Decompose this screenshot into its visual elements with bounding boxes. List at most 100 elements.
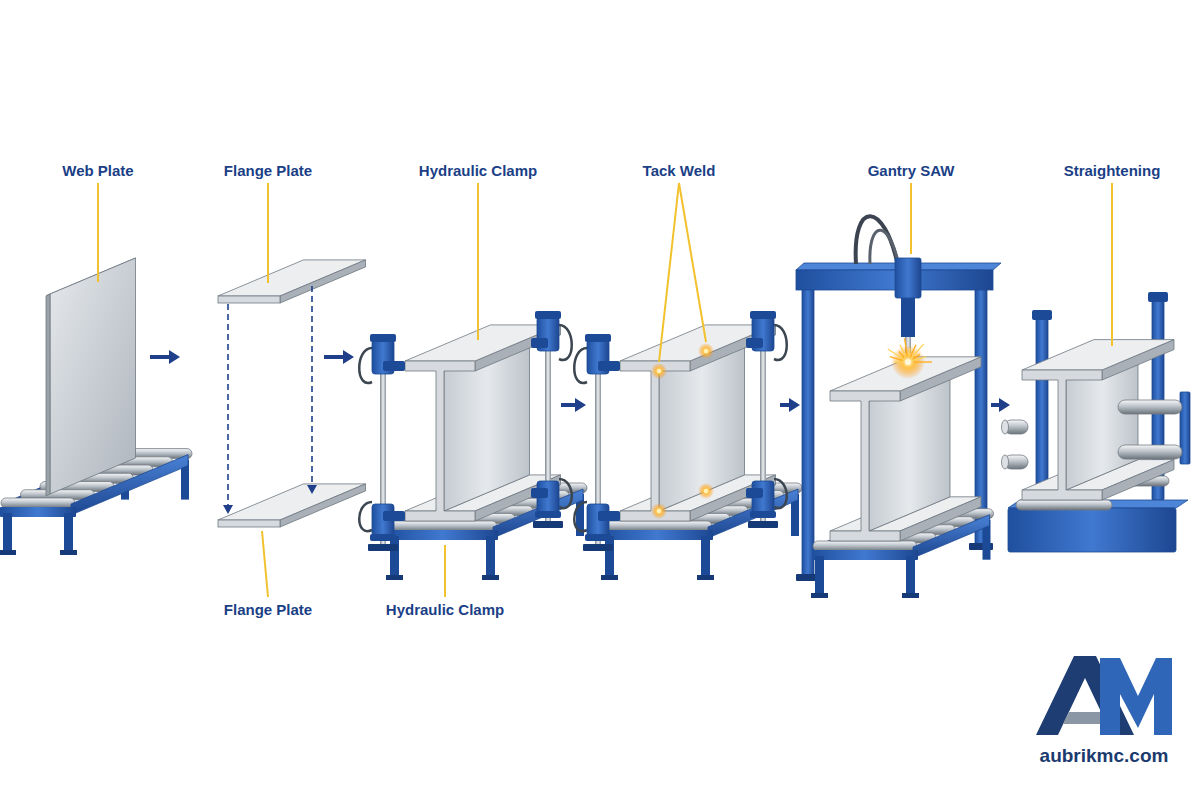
clamp-arm [746, 488, 763, 498]
weld-spark [909, 348, 910, 356]
weld-spark [905, 338, 908, 356]
tack-weld-spot [657, 509, 662, 514]
clamp-arm [531, 338, 548, 348]
roller-end [1002, 455, 1009, 469]
cylinder-cap [750, 511, 776, 518]
conveyor-leg [701, 536, 710, 578]
clamp-arm [598, 361, 620, 371]
hydraulic-hose [359, 502, 372, 531]
part-label: Hydraulic Clamp [386, 600, 504, 619]
clamp-arm [746, 338, 763, 348]
part-label: Gantry SAW [868, 161, 955, 180]
illustration [0, 216, 1190, 598]
weld-spark [900, 345, 905, 357]
tack-weld-spot [704, 349, 709, 354]
conveyor-leg [815, 556, 824, 596]
leader-line [1111, 183, 1113, 346]
cylinder-cap [585, 534, 611, 541]
weld-head [901, 298, 915, 337]
clamp-arm [531, 488, 548, 498]
plate-edge [218, 296, 280, 303]
plate-edge [280, 484, 366, 527]
tack-weld-glow [698, 343, 714, 359]
tack-weld-spot [704, 489, 709, 494]
conveyor-foot [386, 575, 403, 580]
leader-line [910, 183, 912, 254]
straightening-roller [1118, 400, 1182, 414]
roller-end [1002, 420, 1009, 434]
weld-spark [914, 361, 932, 362]
beam-end-face [830, 391, 900, 541]
tack-weld-glow [651, 503, 667, 519]
post-cap [1148, 292, 1168, 302]
hydraulic-hose [574, 502, 587, 531]
flange-surface [1022, 340, 1174, 370]
conveyor-leg [486, 536, 495, 578]
cylinder-cap [585, 334, 611, 342]
part-label: Flange Plate [224, 600, 312, 619]
gantry-leg [802, 282, 814, 578]
conveyor-foot [902, 593, 919, 598]
hydraulic-hose [359, 348, 372, 383]
cylinder-cap [750, 311, 776, 319]
conveyor-leg [390, 536, 399, 578]
flow-arrow-shaft [324, 355, 345, 359]
part-label: Hydraulic Clamp [419, 161, 537, 180]
plate-edge [218, 520, 280, 527]
weld-spark [894, 361, 902, 362]
clamp-foot [583, 544, 613, 551]
placement-arrowhead [223, 505, 233, 514]
part-label: Straightening [1064, 161, 1161, 180]
flow-arrowhead [789, 398, 800, 412]
plate-edge [280, 260, 366, 303]
flange-plate [218, 484, 366, 520]
cylinder-cap [535, 311, 561, 319]
web-plate [50, 258, 136, 494]
flow-arrowhead [575, 398, 586, 412]
conveyor-roller [813, 541, 917, 551]
brand-url: aubrikmc.com [1040, 744, 1169, 767]
flow-arrowhead [169, 350, 180, 364]
conveyor-leg [64, 513, 73, 553]
tack-weld-glow [651, 363, 667, 379]
conveyor-leg [605, 536, 614, 578]
conveyor-foot [482, 575, 499, 580]
beam-end-face [1022, 370, 1102, 500]
tack-weld-glow [698, 483, 714, 499]
conveyor-leg [3, 513, 12, 553]
clamp-foot [368, 544, 398, 551]
placement-arrow [227, 304, 229, 506]
flange-plate [218, 260, 366, 296]
weld-spot [905, 359, 911, 365]
leader-line [477, 183, 479, 340]
leader-lines [98, 183, 1112, 597]
part-label: Tack Weld [643, 161, 716, 180]
logo-letter-m [1100, 658, 1172, 735]
weld-carriage [895, 258, 921, 298]
flow-arrow-shaft [561, 403, 577, 407]
part-label: Flange Plate [224, 161, 312, 180]
leader-line [267, 183, 269, 283]
part-label: Web Plate [62, 161, 133, 180]
conveyor-roller [1, 498, 75, 508]
conveyor-foot [60, 550, 77, 555]
flow-arrowhead [999, 398, 1010, 412]
placement-arrow [311, 286, 313, 486]
beam-end-face [620, 361, 690, 521]
leader-line [97, 183, 99, 282]
weld-spark [913, 354, 920, 358]
conveyor-foot [601, 575, 618, 580]
cylinder-cap [535, 511, 561, 518]
leader-line [444, 545, 446, 597]
post-cap [1032, 310, 1052, 320]
hydraulic-hose [774, 479, 787, 508]
machine-base [1008, 508, 1176, 552]
brand-logo [1036, 656, 1172, 735]
weld-spark [914, 357, 926, 361]
clamp-arm [383, 361, 405, 371]
conveyor-roller [603, 521, 712, 531]
clamp-foot [748, 521, 778, 528]
